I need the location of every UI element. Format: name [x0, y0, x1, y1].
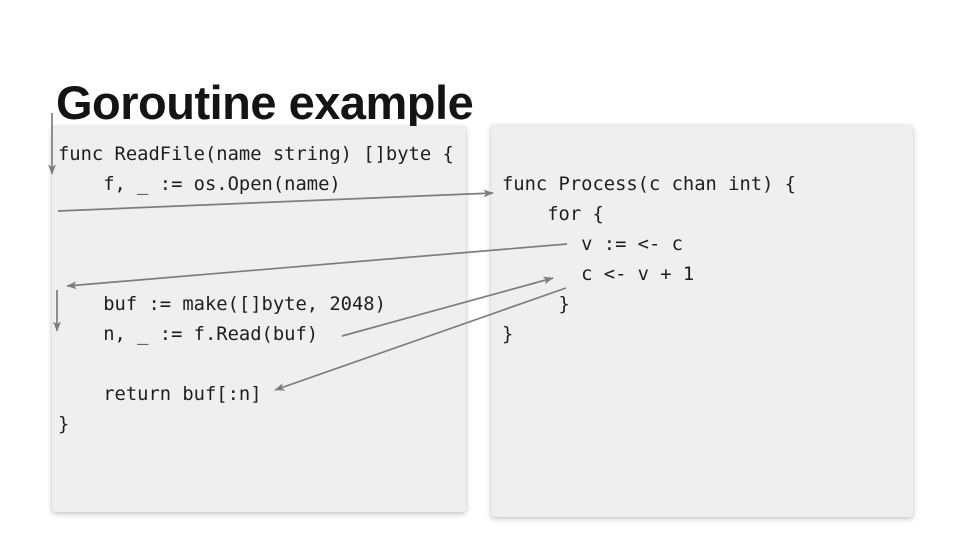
process-code: func Process(c chan int) { for { v := <-… [502, 174, 796, 345]
readfile-code: func ReadFile(name string) []byte { f, _… [58, 144, 454, 435]
slide-title: Goroutine example [56, 76, 474, 130]
